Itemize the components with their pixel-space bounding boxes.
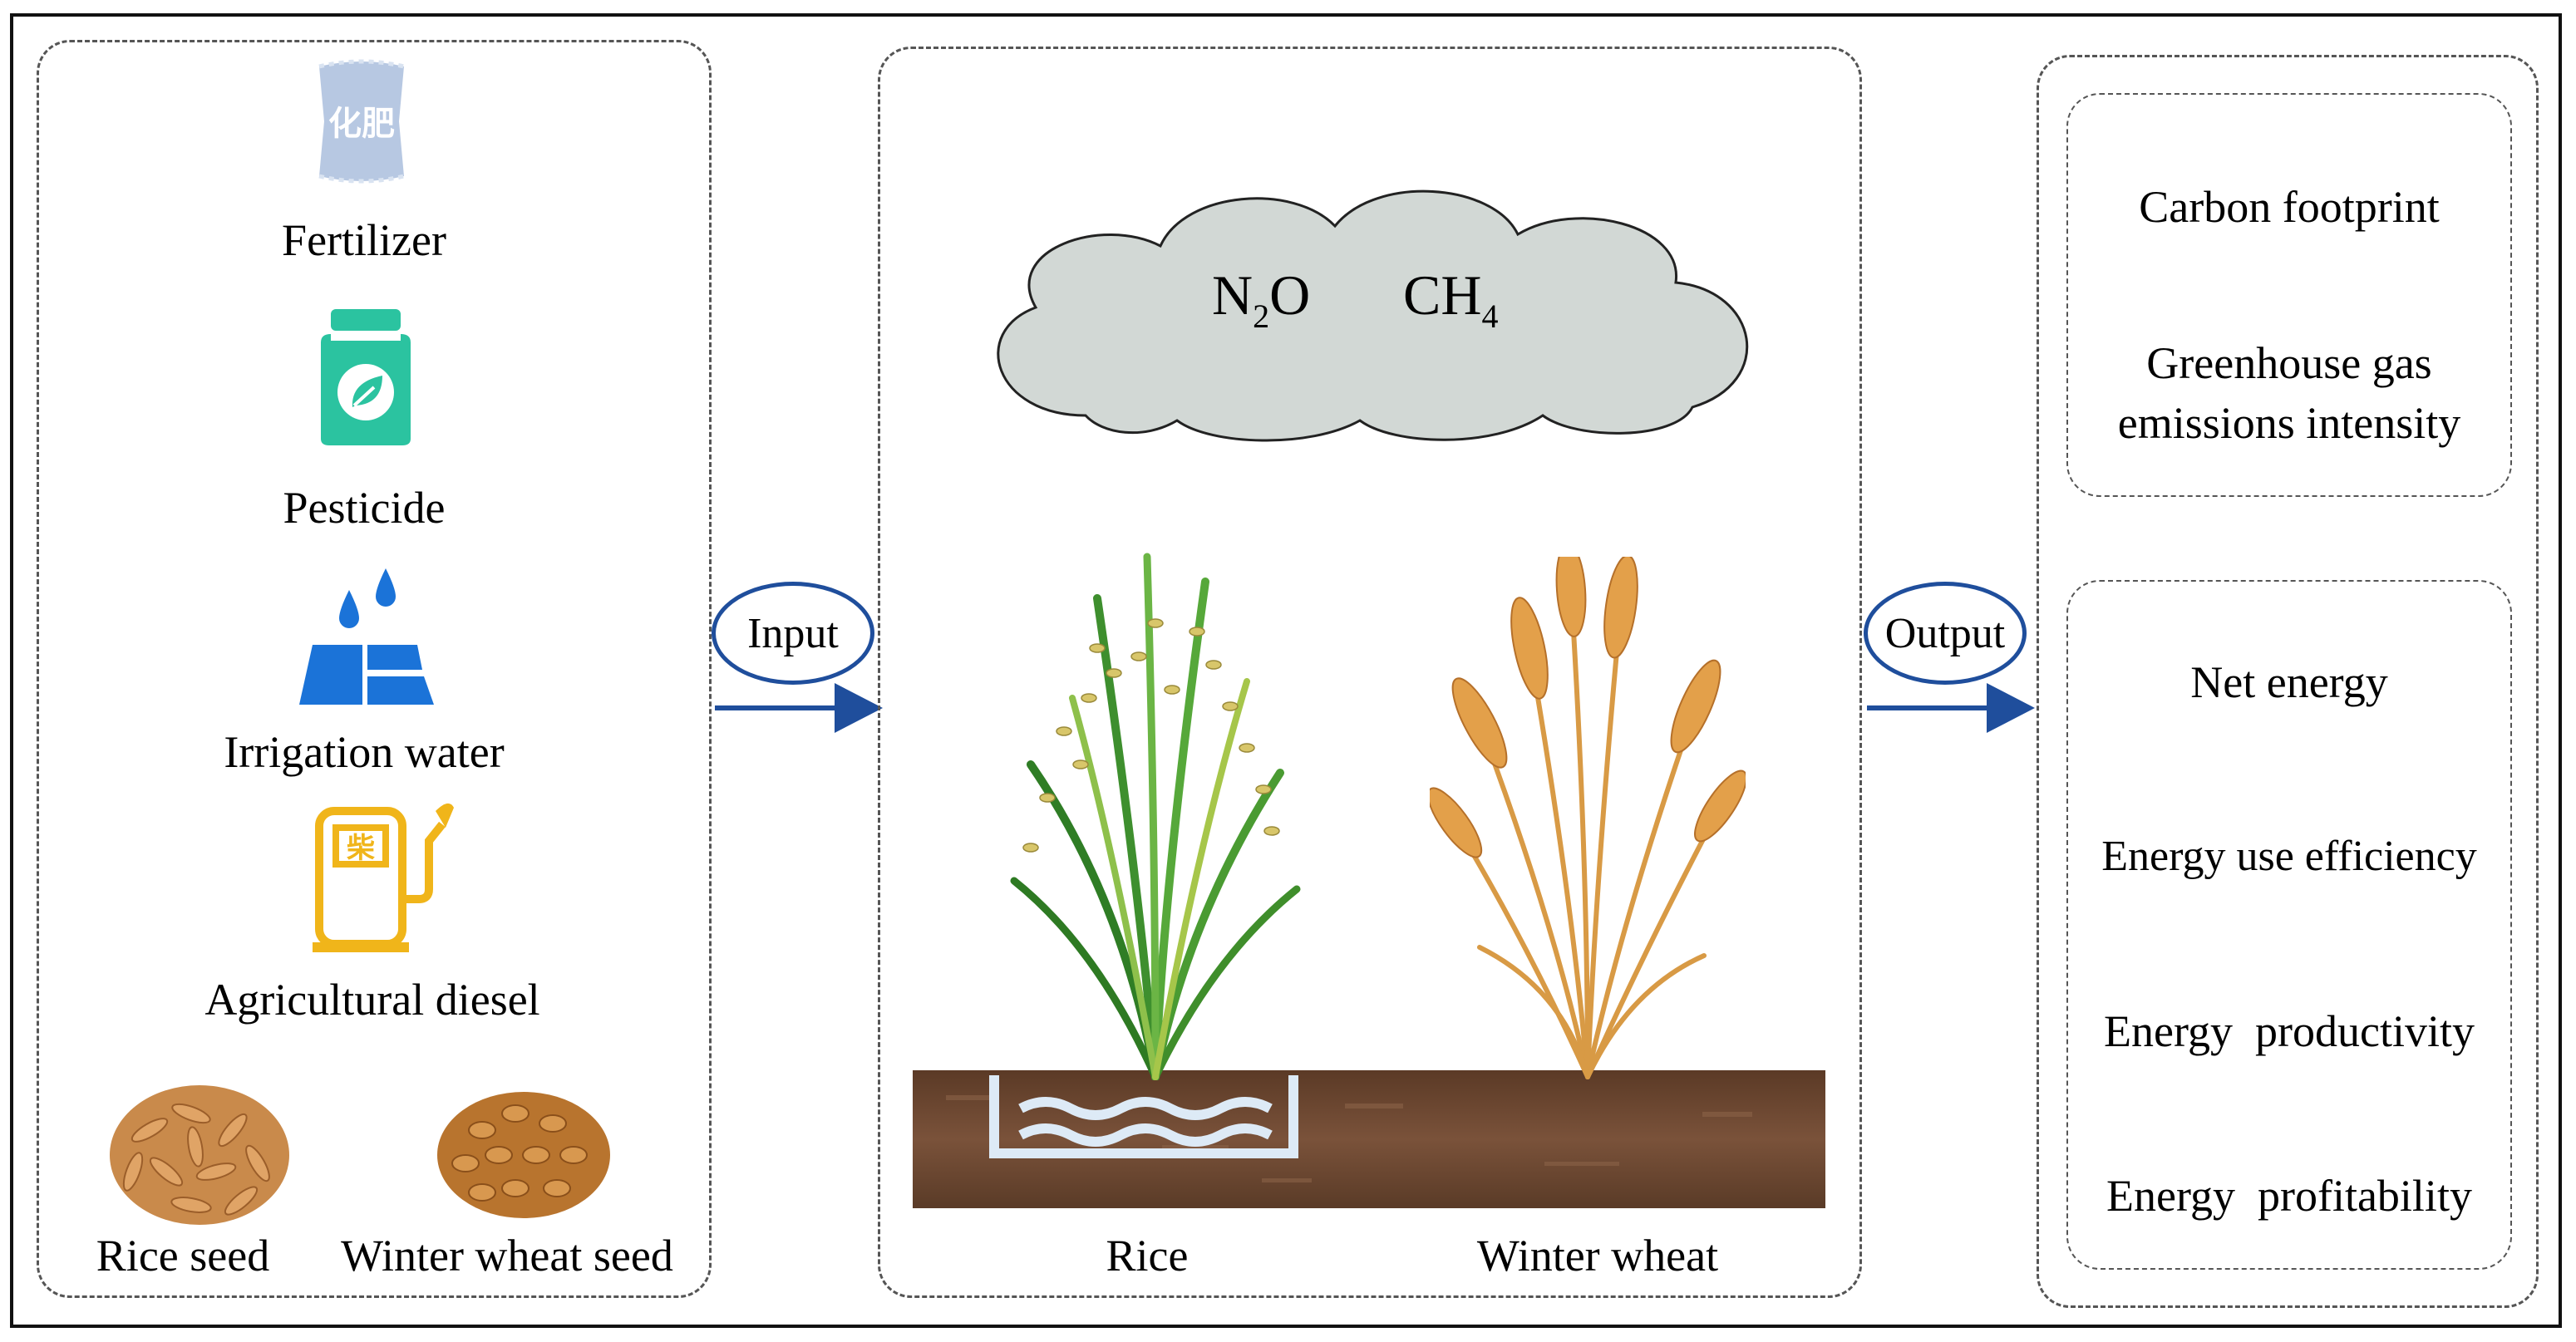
carbon-metrics-box [2066, 93, 2512, 497]
rice-seed-label: Rice seed [96, 1231, 270, 1281]
energy-metrics-box [2066, 580, 2512, 1270]
rice-seed-pile-icon [110, 1085, 289, 1225]
agricultural-diesel-label: Agricultural diesel [204, 975, 540, 1025]
diesel-pump-text: 柴 [347, 832, 375, 865]
carbon-footprint-label: Carbon footprint [2139, 182, 2440, 232]
winter-wheat-plant-illustration [1430, 557, 1746, 1079]
input-label: Input [747, 609, 839, 657]
winter-wheat-crop-label: Winter wheat [1476, 1231, 1719, 1281]
ghg-intensity-label-line2: emissions intensity [2117, 398, 2461, 448]
wheat-seed-pile-icon [437, 1092, 610, 1218]
emission-cloud [997, 189, 1749, 442]
energy-profitability-label: Energy profitability [2106, 1171, 2472, 1221]
winter-wheat-seed-label: Winter wheat seed [341, 1231, 673, 1281]
ch4-formula: CH4 [1403, 263, 1499, 335]
rice-crop-label: Rice [1106, 1231, 1189, 1281]
inputs-panel [37, 40, 712, 1298]
output-oval: Output [1864, 582, 2027, 685]
fertilizer-bag-icon: 化肥 [318, 59, 405, 184]
input-oval: Input [712, 582, 874, 685]
pesticide-label: Pesticide [283, 483, 446, 533]
rice-plant-illustration [1010, 553, 1301, 1080]
net-energy-label: Net energy [2190, 657, 2388, 707]
n2o-formula: N2O [1212, 263, 1311, 335]
figure-frame [10, 13, 2562, 1328]
irrigation-water-icon [299, 568, 434, 705]
field-panel [878, 47, 1862, 1298]
input-arrow [715, 683, 883, 733]
diesel-pump-icon: 柴 [313, 803, 454, 952]
energy-productivity-label: Energy productivity [2104, 1006, 2475, 1056]
outputs-panel [2037, 55, 2539, 1308]
output-arrow [1867, 683, 2035, 733]
energy-use-efficiency-label: Energy use efficiency [2101, 833, 2477, 880]
soil-block [913, 1070, 1825, 1208]
output-label: Output [1884, 609, 2006, 657]
ghg-intensity-label-line1: Greenhouse gas [2146, 338, 2432, 388]
fertilizer-bag-text: 化肥 [328, 105, 395, 143]
pesticide-bottle-icon [321, 309, 411, 445]
fertilizer-label: Fertilizer [282, 215, 446, 265]
irrigation-water-label: Irrigation water [224, 727, 505, 777]
